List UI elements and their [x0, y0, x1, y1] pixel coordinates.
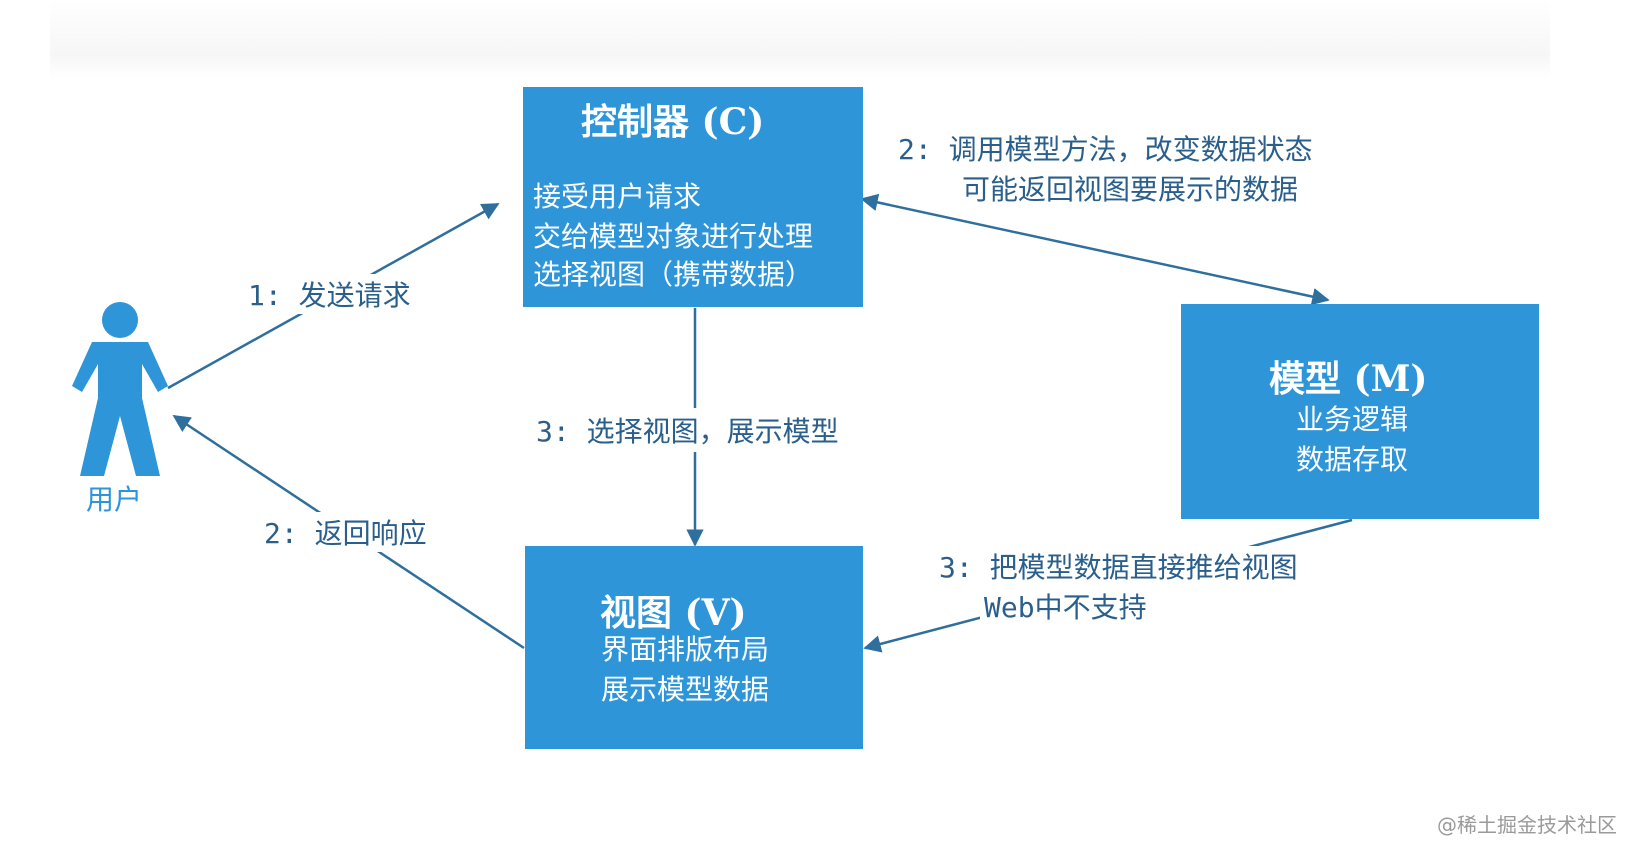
model-line: 数据存取	[1296, 443, 1409, 476]
label-call-model-1: 2: 调用模型方法，改变数据状态	[898, 133, 1313, 166]
controller-title: 控制器 (C)	[581, 101, 765, 143]
label-push-data-2: Web中不支持	[980, 586, 1151, 626]
model-title: 模型 (M)	[1269, 358, 1428, 400]
watermark: @稀土掘金技术社区	[1437, 813, 1617, 837]
label-return-response: 2: 返回响应	[260, 512, 431, 552]
view-line: 界面排版布局	[601, 633, 770, 666]
model-box: 模型 (M) 业务逻辑 数据存取	[1181, 304, 1539, 519]
controller-line: 接受用户请求	[533, 180, 702, 213]
label-select-view: 3: 选择视图，展示模型	[532, 408, 843, 452]
user-person-icon	[72, 302, 168, 476]
controller-box: 控制器 (C) 接受用户请求 交给模型对象进行处理 选择视图（携带数据）	[523, 87, 863, 307]
label-send-request: 1: 发送请求	[244, 274, 415, 314]
view-box: 视图 (V) 界面排版布局 展示模型数据	[525, 546, 863, 749]
controller-line: 交给模型对象进行处理	[533, 220, 814, 253]
arrow-controller-model	[860, 193, 1330, 306]
label-push-data-1: 3: 把模型数据直接推给视图	[935, 546, 1302, 586]
label-call-model-2: 可能返回视图要展示的数据	[962, 173, 1299, 206]
view-title: 视图 (V)	[600, 592, 747, 634]
model-line: 业务逻辑	[1296, 403, 1409, 436]
top-band	[50, 0, 1550, 78]
controller-line: 选择视图（携带数据）	[533, 258, 814, 291]
view-line: 展示模型数据	[601, 673, 770, 706]
user-label: 用户	[86, 483, 143, 516]
